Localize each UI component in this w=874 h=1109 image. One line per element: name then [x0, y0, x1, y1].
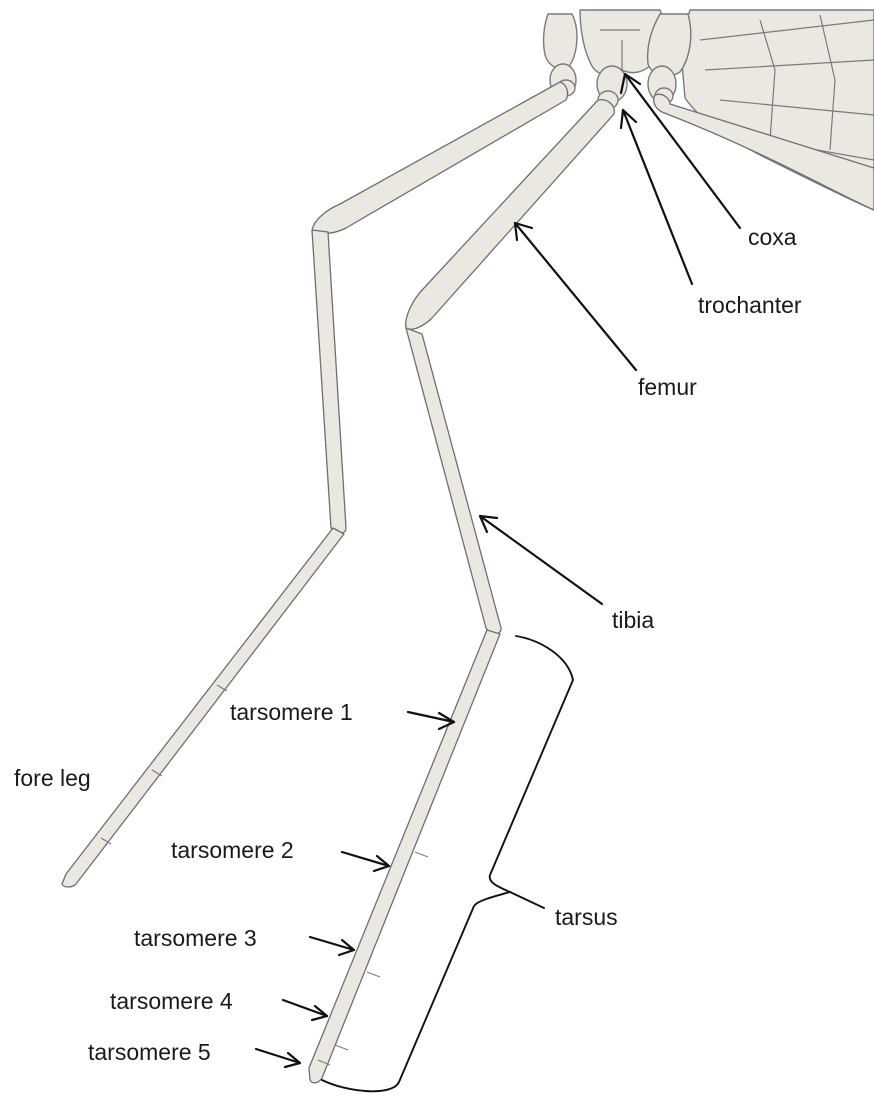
- femur-label: femur: [638, 374, 697, 400]
- tarsus-label: tarsus: [555, 904, 618, 930]
- tarsomere-5-label: tarsomere 5: [88, 1039, 211, 1065]
- tarsomere-1-pointer: [408, 712, 454, 729]
- fore-leg-label: fore leg: [14, 765, 91, 791]
- hind-leg-tibia: [406, 328, 501, 635]
- tarsomere-3-pointer: [310, 937, 354, 955]
- tibia-label: tibia: [612, 607, 654, 633]
- tarsomere-4-pointer: [283, 1000, 327, 1020]
- trochanter-pointer: [621, 110, 692, 284]
- femur-pointer: [515, 223, 636, 370]
- tarsomere-2-pointer: [342, 852, 389, 871]
- tarsomere-2-label: tarsomere 2: [171, 837, 294, 863]
- tarsomere-3-label: tarsomere 3: [134, 925, 257, 951]
- hind-leg-femur: [406, 100, 615, 330]
- thorax-sclerite-left: [544, 14, 577, 69]
- hind-leg-tarsus: [309, 630, 500, 1083]
- labels: coxa trochanter femur tibia fore leg tar…: [14, 224, 802, 1065]
- fore-leg: [62, 82, 568, 887]
- coxa-label: coxa: [748, 224, 797, 250]
- fore-leg-tibia: [312, 230, 346, 534]
- tibia-pointer: [480, 516, 602, 604]
- tarsomere-5-pointer: [256, 1049, 300, 1067]
- tarsus-brace: [322, 636, 573, 1091]
- fore-leg-femur: [312, 82, 568, 234]
- tarsomere-1-label: tarsomere 1: [230, 699, 353, 725]
- trochanter-label: trochanter: [698, 292, 802, 318]
- tarsomere-4-label: tarsomere 4: [110, 988, 233, 1014]
